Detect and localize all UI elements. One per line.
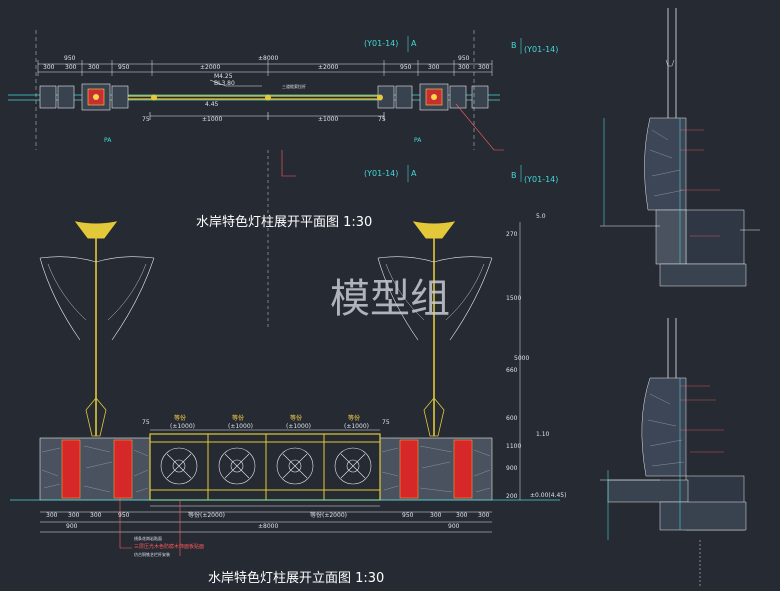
svg-text:(Y01-14): (Y01-14) — [364, 169, 398, 178]
svg-text:950: 950 — [118, 512, 130, 519]
section-ref-a: (Y01-14) — [364, 39, 398, 48]
svg-text:950: 950 — [118, 64, 130, 71]
svg-text:±8000: ±8000 — [258, 523, 278, 530]
svg-text:950: 950 — [402, 512, 414, 519]
svg-text:等份(±2000): 等份(±2000) — [310, 511, 347, 519]
svg-text:300: 300 — [478, 512, 490, 519]
svg-text:200: 200 — [506, 493, 518, 500]
svg-text:A: A — [411, 169, 417, 178]
svg-text:等份: 等份 — [290, 414, 302, 422]
svg-text:1.10: 1.10 — [536, 431, 550, 438]
section-detail-lower — [600, 318, 747, 588]
svg-text:B: B — [511, 41, 517, 50]
watermark: 模型组 — [330, 276, 450, 322]
svg-text:三道缆索拉杆: 三道缆索拉杆 — [282, 83, 306, 89]
svg-text:1500: 1500 — [506, 295, 521, 302]
svg-text:±1000: ±1000 — [318, 116, 338, 123]
svg-text:BL3.80: BL3.80 — [214, 80, 235, 87]
svg-text:300: 300 — [68, 512, 80, 519]
elevation-title: 水岸特色灯柱展开立面图 1:30 — [208, 570, 384, 586]
svg-text:75: 75 — [382, 419, 390, 426]
section-detail-upper — [600, 8, 760, 287]
svg-text:B: B — [511, 171, 517, 180]
svg-text:(±1000): (±1000) — [286, 423, 311, 430]
svg-text:300: 300 — [43, 64, 55, 71]
svg-text:PA: PA — [104, 137, 112, 144]
svg-text:三层压光木色防腐木饰面板贴面: 三层压光木色防腐木饰面板贴面 — [134, 543, 204, 550]
svg-text:300: 300 — [478, 64, 490, 71]
svg-text:300: 300 — [458, 64, 470, 71]
svg-text:±1000: ±1000 — [202, 116, 222, 123]
plan-dimension-labels: ±8000 950 300 300 300 950 ±2000 ±2000 95… — [43, 39, 558, 184]
svg-text:300: 300 — [88, 64, 100, 71]
svg-text:900: 900 — [66, 523, 78, 530]
plan-overall-dim: ±8000 — [258, 55, 278, 62]
svg-text:300: 300 — [428, 64, 440, 71]
svg-text:900: 900 — [448, 523, 460, 530]
svg-text:±0.00(4.45): ±0.00(4.45) — [530, 492, 566, 499]
plan-title: 水岸特色灯柱展开平面图 1:30 — [196, 214, 372, 230]
svg-text:300: 300 — [430, 512, 442, 519]
svg-text:等份: 等份 — [348, 414, 360, 422]
svg-text:300: 300 — [65, 64, 77, 71]
elevation-view — [10, 150, 560, 556]
svg-text:600: 600 — [506, 415, 518, 422]
svg-text:1100: 1100 — [506, 443, 521, 450]
svg-text:950: 950 — [400, 64, 412, 71]
svg-text:300: 300 — [46, 512, 58, 519]
svg-text:75: 75 — [142, 419, 150, 426]
svg-text:(±1000): (±1000) — [170, 423, 195, 430]
svg-text:950: 950 — [64, 55, 76, 62]
svg-text:M4.25: M4.25 — [214, 73, 233, 80]
svg-text:75: 75 — [142, 116, 150, 123]
svg-text:270: 270 — [506, 231, 518, 238]
svg-text:PA: PA — [414, 137, 422, 144]
svg-text:(±1000): (±1000) — [344, 423, 369, 430]
svg-text:660: 660 — [506, 367, 518, 374]
svg-text:±2000: ±2000 — [200, 64, 220, 71]
svg-text:300: 300 — [456, 512, 468, 519]
svg-text:(Y01-14): (Y01-14) — [524, 175, 558, 184]
svg-text:±2000: ±2000 — [318, 64, 338, 71]
svg-text:5.0: 5.0 — [536, 213, 546, 220]
svg-text:等份: 等份 — [232, 414, 244, 422]
svg-text:900: 900 — [506, 465, 518, 472]
svg-text:300: 300 — [90, 512, 102, 519]
svg-text:(±1000): (±1000) — [228, 423, 253, 430]
svg-text:5000: 5000 — [514, 355, 529, 362]
svg-text:线条花岗岩贴面: 线条花岗岩贴面 — [134, 535, 162, 541]
svg-text:A: A — [411, 39, 417, 48]
section-ref-b: (Y01-14) — [524, 45, 558, 54]
plan-view — [8, 30, 522, 182]
elevation-dimension-labels: 75 等份 等份 等份 等份 75 (±1000) (±1000) (±1000… — [46, 213, 566, 557]
svg-text:950: 950 — [458, 55, 470, 62]
svg-text:等份: 等份 — [174, 414, 186, 422]
svg-text:等份(±2000): 等份(±2000) — [188, 511, 225, 519]
svg-text:仿古铜铁艺栏杆安装: 仿古铜铁艺栏杆安装 — [134, 551, 170, 557]
svg-text:75: 75 — [378, 116, 386, 123]
svg-text:4.45: 4.45 — [205, 101, 219, 108]
